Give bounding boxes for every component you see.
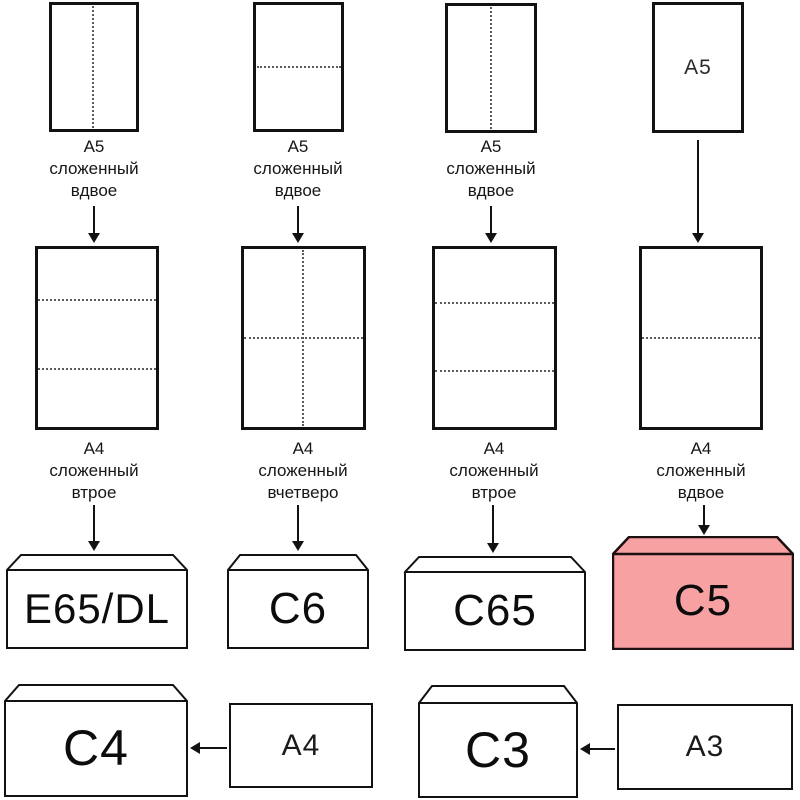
caption-line: сложенный <box>446 159 536 178</box>
envelope-label-c6: C6 <box>268 584 328 633</box>
down-arrow <box>487 505 499 553</box>
fold-line-horizontal-a5-col2 <box>257 66 341 68</box>
envelope-e65dl-shape <box>6 554 188 649</box>
caption-line: A5 <box>83 137 105 156</box>
caption-line: вдвое <box>467 181 515 200</box>
caption-line: сложенный <box>449 461 539 480</box>
sheet-a4-col3 <box>432 246 557 430</box>
caption-a5-col3: A5 сложенный вдвое <box>421 136 561 202</box>
fold-line-horizontal-a4-col3 <box>435 370 554 372</box>
caption-line: сложенный <box>656 461 746 480</box>
caption-a4-col3: A4 сложенный втрое <box>424 438 564 504</box>
caption-line: A4 <box>83 439 105 458</box>
fold-line-horizontal-a4-col1 <box>38 368 156 370</box>
caption-line: A4 <box>292 439 314 458</box>
envelope-c4-shape <box>4 684 188 797</box>
caption-a4-col4: A4 сложенный вдвое <box>631 438 771 504</box>
down-arrow <box>292 505 304 551</box>
envelope-label-c5: C5 <box>673 575 733 625</box>
fold-line-horizontal-a4-col4 <box>642 337 760 339</box>
caption-line: вчетверо <box>267 483 339 502</box>
fold-line-horizontal-a4-col3 <box>435 302 554 304</box>
down-arrow <box>88 505 100 551</box>
caption-line: A4 <box>483 439 505 458</box>
fold-line-vertical-a5-col3 <box>490 7 492 129</box>
down-arrow <box>88 206 100 243</box>
caption-line: сложенный <box>253 159 343 178</box>
envelope-c65-shape <box>404 556 586 651</box>
left-arrow <box>580 743 615 755</box>
caption-a5-col2: A5 сложенный вдвое <box>228 136 368 202</box>
fold-line-horizontal-a4-col1 <box>38 299 156 301</box>
sheet-a4-col1 <box>35 246 159 430</box>
envelope-c6-shape <box>227 554 369 649</box>
fold-line-vertical-a5-col1 <box>92 6 94 128</box>
caption-a4-col1: A4 сложенный втрое <box>24 438 164 504</box>
sheet-a5-col4: A5 <box>652 2 744 133</box>
envelope-label-c4: C4 <box>63 719 129 776</box>
envelope-c3-shape <box>418 685 578 798</box>
sheet-a3-bottom: A3 <box>617 704 793 790</box>
envelope-label-e65dl: E65/DL <box>23 585 171 632</box>
caption-line: сложенный <box>49 461 139 480</box>
sheet-a4-bottom-label: A4 <box>281 728 321 762</box>
caption-line: вдвое <box>70 181 118 200</box>
caption-line: вдвое <box>274 181 322 200</box>
sheet-a5-col1 <box>49 2 139 132</box>
caption-line: втрое <box>71 483 117 502</box>
envelope-label-c3: C3 <box>465 721 531 778</box>
caption-line: A5 <box>287 137 309 156</box>
caption-line: A5 <box>480 137 502 156</box>
sheet-a3-bottom-label: A3 <box>685 730 725 763</box>
down-arrow <box>698 505 710 535</box>
fold-line-horizontal-a4-col2 <box>244 337 363 339</box>
caption-line: сложенный <box>49 159 139 178</box>
caption-line: сложенный <box>258 461 348 480</box>
envelope-label-c65: C65 <box>453 586 537 635</box>
down-arrow <box>692 140 704 243</box>
caption-line: вдвое <box>677 483 725 502</box>
caption-a5-col1: A5 сложенный вдвое <box>24 136 164 202</box>
caption-line: A4 <box>690 439 712 458</box>
sheet-a4-bottom: A4 <box>229 703 373 788</box>
caption-line: втрое <box>471 483 517 502</box>
sheet-a5-inner-label: A5 <box>684 55 712 79</box>
envelope-c5-shape <box>612 536 794 650</box>
down-arrow <box>292 206 304 243</box>
left-arrow <box>190 742 227 754</box>
caption-a4-col2: A4 сложенный вчетверо <box>233 438 373 504</box>
down-arrow <box>485 206 497 243</box>
